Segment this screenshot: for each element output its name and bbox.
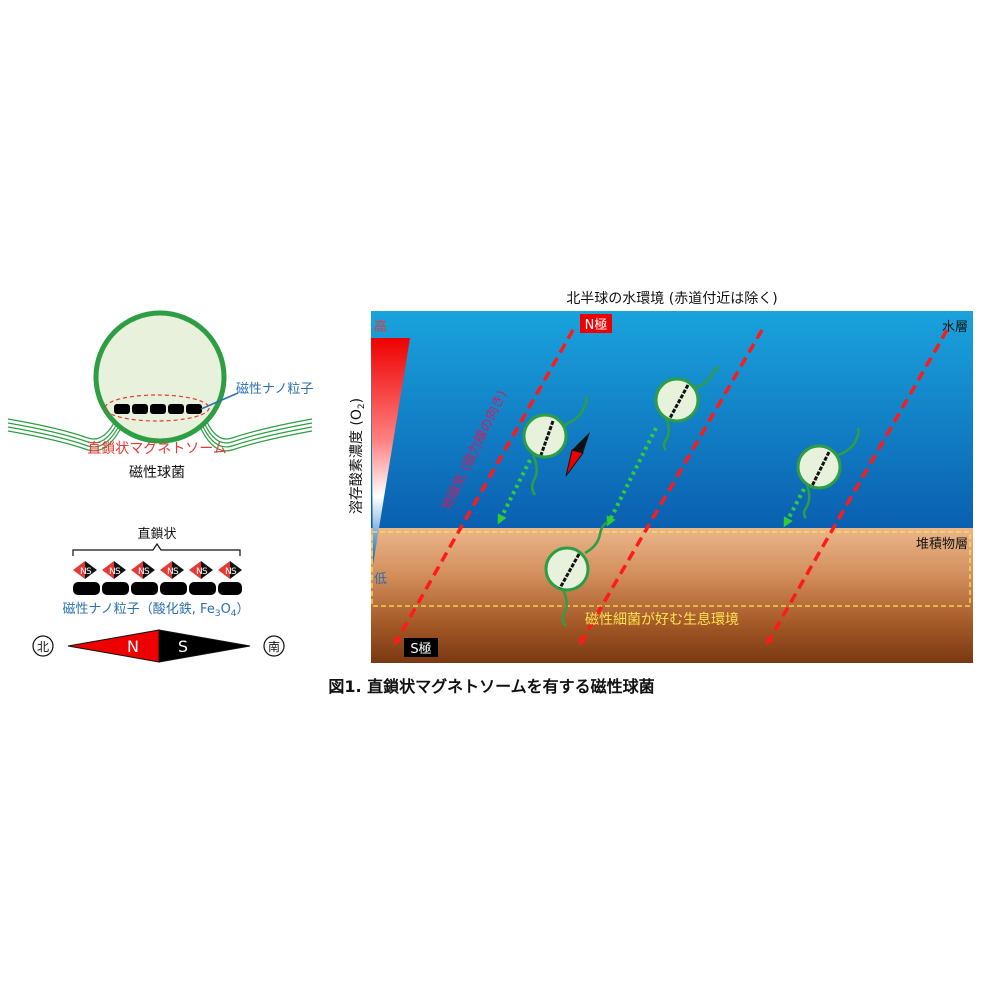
chain-blocks xyxy=(73,582,242,595)
compass-n-label: N xyxy=(127,637,139,656)
north-marker xyxy=(32,635,54,657)
figure-caption: 図1. 直鎖状マグネトソームを有する磁性球菌 xyxy=(328,677,655,696)
oxygen-axis-label: 溶存酸素濃度 (O2) xyxy=(349,398,367,514)
particle-s-label: S xyxy=(115,567,121,577)
n-pole-badge xyxy=(580,314,612,333)
s-pole-badge xyxy=(404,638,438,657)
south-marker xyxy=(263,635,285,657)
habitat-label: 磁性細菌が好む生息環境 xyxy=(585,611,739,628)
chain-label: 直鎖状 xyxy=(137,526,176,542)
cell-body xyxy=(93,310,227,444)
oxygen-high-label: 高 xyxy=(374,319,387,335)
water-layer-label: 水層 xyxy=(942,320,968,335)
bacterium xyxy=(654,366,721,451)
environment-diagram: 北半球の水環境 (赤道付近は除く) 水層 堆積物層 高 低 溶存酸素濃度 (O2… xyxy=(349,291,973,663)
particle-s-label: S xyxy=(231,567,237,577)
chain-detail: 直鎖状 N S N S N S N S xyxy=(62,526,249,619)
particle-n-label: N xyxy=(138,567,145,577)
coccus-label: 磁性球菌 xyxy=(129,465,185,481)
bacterium xyxy=(544,520,609,627)
oxygen-gradient xyxy=(371,338,410,565)
south-char: 南 xyxy=(268,639,280,654)
s-pole-label: S極 xyxy=(410,641,431,657)
particle-n-label: N xyxy=(196,567,203,577)
coccus-diagram: 磁性ナノ粒子 直鎖状マグネトソーム 磁性球菌 xyxy=(7,310,313,481)
water-compass xyxy=(565,432,590,477)
particle-n-label: N xyxy=(109,567,116,577)
sediment-layer-label: 堆積物層 xyxy=(916,537,968,552)
oxygen-low-label: 低 xyxy=(374,572,387,587)
north-char: 北 xyxy=(37,640,49,654)
magnetic-nanoparticle-label: 磁性ナノ粒子 xyxy=(236,382,313,397)
particle-row: N S N S N S N S N S xyxy=(73,561,242,579)
environment-title: 北半球の水環境 (赤道付近は除く) xyxy=(566,291,777,307)
particle-s-label: S xyxy=(202,567,208,577)
particle-s-label: S xyxy=(144,567,150,577)
magnetosome-outline xyxy=(104,394,210,422)
flagella xyxy=(7,414,313,452)
nanoparticle-pointer xyxy=(200,392,239,410)
particle-s-label: S xyxy=(86,567,92,577)
compass-s-label: S xyxy=(178,637,188,656)
particle-n-label: N xyxy=(167,567,174,577)
particle-n-label: N xyxy=(80,567,87,577)
sediment-layer xyxy=(371,528,973,663)
bacterium xyxy=(522,395,588,496)
bacteria xyxy=(522,366,860,627)
n-pole-label: N極 xyxy=(585,317,608,333)
field-lines xyxy=(394,329,949,646)
compass-s-half xyxy=(158,629,251,663)
magnetosome-chain xyxy=(114,404,202,414)
compass: 北 N S 南 xyxy=(32,629,285,663)
compass-n-half xyxy=(67,629,160,663)
particle-s-label: S xyxy=(173,567,179,577)
magnetosome-label: 直鎖状マグネトソーム xyxy=(87,440,227,457)
particle-n-label: N xyxy=(225,567,232,577)
chain-bracket xyxy=(72,542,241,556)
field-line xyxy=(578,329,764,646)
field-line xyxy=(394,329,575,646)
bacterium xyxy=(796,427,860,519)
nanoparticle-detail: 磁性ナノ粒子（酸化鉄, Fe3O4） xyxy=(62,602,249,619)
habitat-zone xyxy=(371,531,971,607)
field-line xyxy=(766,329,949,646)
